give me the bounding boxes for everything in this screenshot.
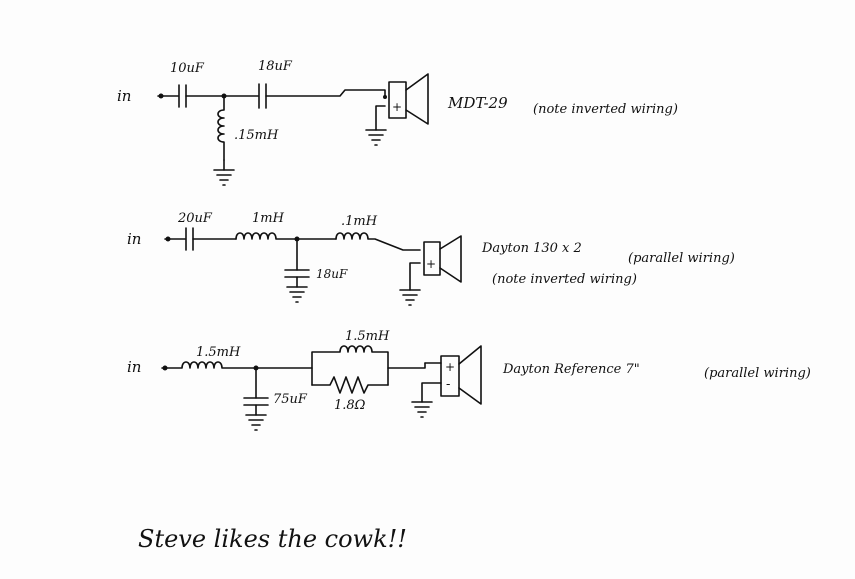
speaker-mdt29: + [388,73,429,125]
component-label: 18uF [316,267,348,281]
wire [409,262,421,291]
wire [387,362,426,369]
wire [375,105,386,131]
circuit-dayton130: in 20uF 1mH .1mH 18uF [127,211,735,306]
inductor-15mh [161,361,313,369]
ground-symbol [399,289,421,306]
input-label: in [117,87,131,105]
circuit-mdt29: in 10uF 18uF .15mH + [117,59,678,186]
wire [265,89,386,98]
wire [421,382,442,403]
component-label: 1.5mH [196,345,241,360]
component-label: 20uF [177,211,213,226]
inductor-15mh-parallel [311,345,389,386]
input-label: in [127,230,141,248]
resistor-18ohm [311,376,389,394]
component-label: 18uF [258,59,293,74]
speaker-dayton130: + [423,235,462,283]
inductor-1mh [235,232,337,240]
circuit-dayton-reference: in 1.5mH 1.5mH 1.8Ω 75uF + - [127,329,811,431]
speaker-label: MDT-29 [447,94,508,112]
speaker-label: Dayton Reference 7" [502,362,640,377]
input-label: in [127,358,141,376]
component-label: .1mH [341,214,378,229]
wiring-note: (note inverted wiring) [533,102,678,117]
capacitor-18uf [258,83,267,109]
inductor-01mh [335,232,421,251]
terminal-plus: + [426,257,436,271]
wiring-note-2: (note inverted wiring) [492,272,637,287]
component-label: 1mH [252,211,285,226]
terminal-plus: + [392,100,402,114]
component-label: 1.5mH [345,329,390,344]
ground-symbol [411,401,433,418]
ground-symbol [245,414,267,431]
footer-note: Steve likes the cowk!! [138,525,407,553]
speaker-dayton-reference: + - [440,345,482,405]
component-label: 1.8Ω [334,398,366,413]
ground-symbol [213,159,235,186]
terminal-minus: - [446,377,450,392]
component-label: 75uF [273,392,308,407]
capacitor-10uf [178,84,187,108]
terminal-plus: + [445,360,455,374]
wiring-note: (parallel wiring) [704,366,811,381]
inductor-015mh [217,95,225,161]
capacitor-20uf [185,227,194,251]
wiring-note: (parallel wiring) [628,251,735,266]
component-label: 10uF [170,61,205,76]
ground-symbol [365,129,387,146]
ground-symbol [286,286,308,303]
capacitor-18uf [284,238,310,288]
speaker-label: Dayton 130 x 2 [481,241,582,256]
capacitor-75uf [243,367,269,416]
component-label: .15mH [234,128,279,143]
